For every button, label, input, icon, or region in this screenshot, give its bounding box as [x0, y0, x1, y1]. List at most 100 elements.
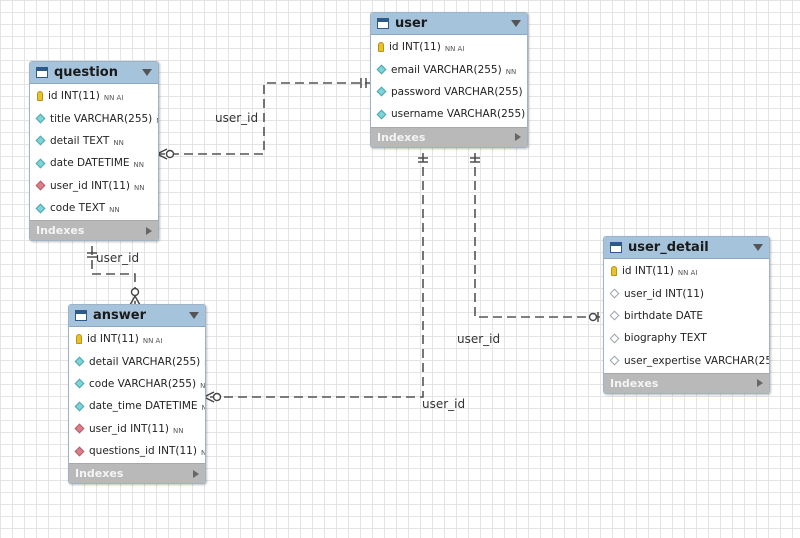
relationship-label[interactable]: user_id — [457, 332, 501, 346]
relationship-label[interactable]: user_id — [422, 397, 466, 411]
table-icon — [75, 310, 87, 321]
chevron-down-icon[interactable] — [189, 312, 199, 319]
column-flags: NN — [173, 426, 184, 435]
column-flags: NN — [527, 90, 528, 98]
column-text: id INT(11) — [389, 41, 441, 54]
column-row[interactable]: user_id INT(11) — [604, 282, 769, 304]
foreign-key-icon — [35, 180, 46, 191]
chevron-down-icon[interactable] — [511, 20, 521, 27]
column-row[interactable]: username VARCHAR(255)NN — [371, 103, 527, 125]
column-text: password VARCHAR(255) — [391, 85, 523, 98]
column-row[interactable]: questions_id INT(11)NN — [69, 440, 205, 462]
column-flags: NN AI — [103, 94, 124, 103]
table-title: answer — [93, 308, 147, 323]
column-flags: NN — [200, 381, 206, 390]
column-text: user_id INT(11) — [624, 287, 704, 300]
column-text: email VARCHAR(255) — [391, 63, 502, 76]
expand-arrow-icon[interactable] — [193, 469, 199, 478]
indexes-section[interactable]: Indexes — [604, 372, 769, 393]
column-row[interactable]: birthdate DATE — [604, 305, 769, 327]
column-list: id INT(11)NN AI user_id INT(11) birthdate … — [604, 259, 769, 373]
connector-user_detail-user — [474, 153, 604, 318]
column-row[interactable]: biography TEXT — [604, 327, 769, 349]
table-header[interactable]: user_detail — [604, 237, 769, 259]
column-flags: NN — [156, 117, 158, 125]
expand-arrow-icon[interactable] — [146, 226, 152, 235]
indexes-label: Indexes — [377, 130, 426, 144]
table-title: question — [54, 65, 118, 80]
column-row[interactable]: title VARCHAR(255)NN — [30, 107, 158, 129]
indexes-section[interactable]: Indexes — [371, 126, 527, 147]
table-icon — [377, 18, 389, 29]
column-flags: NN — [134, 183, 145, 192]
column-icon — [74, 379, 85, 389]
column-row[interactable]: user_id INT(11) NN — [69, 418, 205, 440]
connector-question-user — [156, 82, 371, 155]
column-text: id INT(11) — [87, 333, 139, 346]
column-row[interactable]: user_expertise VARCHAR(255) — [604, 350, 769, 372]
column-flags: NN AI — [677, 269, 698, 278]
table-icon — [610, 242, 622, 253]
column-flags: NN — [133, 161, 145, 170]
indexes-label: Indexes — [36, 224, 85, 238]
column-text: id INT(11) — [48, 90, 100, 103]
column-row[interactable]: code VARCHAR(255)NN — [69, 373, 205, 395]
column-row[interactable]: id INT(11)NN AI — [371, 36, 527, 58]
table-header[interactable]: user — [371, 13, 527, 35]
column-icon — [35, 203, 46, 214]
column-text: questions_id INT(11) — [89, 445, 197, 458]
column-text: biography TEXT — [624, 332, 707, 345]
chevron-down-icon[interactable] — [142, 69, 152, 76]
nullable-column-icon — [609, 311, 620, 321]
expand-arrow-icon[interactable] — [757, 379, 763, 388]
column-flags: NN — [204, 360, 205, 368]
column-text: username VARCHAR(255) — [391, 108, 526, 121]
column-icon — [35, 113, 46, 124]
table-header[interactable]: answer — [69, 305, 205, 327]
relationship-label[interactable]: user_id — [215, 111, 259, 125]
indexes-section[interactable]: Indexes — [69, 463, 205, 484]
column-row[interactable]: password VARCHAR(255) NN — [371, 81, 527, 103]
foreign-key-icon — [74, 423, 85, 434]
expand-arrow-icon[interactable] — [515, 133, 521, 142]
column-icon — [376, 109, 387, 120]
column-row[interactable]: id INT(11)NN AI — [30, 85, 158, 107]
column-text: user_expertise VARCHAR(255) — [624, 354, 770, 367]
primary-key-icon — [76, 334, 82, 345]
column-text: id INT(11) — [622, 265, 674, 278]
column-text: user_id INT(11) — [89, 422, 169, 435]
indexes-section[interactable]: Indexes — [30, 220, 158, 241]
nullable-column-icon — [609, 288, 620, 299]
table-user-detail[interactable]: user_detail id INT(11)NN AI user_id INT(1… — [603, 236, 770, 394]
column-text: detail VARCHAR(255) — [89, 355, 201, 368]
nullable-column-icon — [609, 333, 620, 344]
column-icon — [376, 87, 387, 97]
column-row[interactable]: id INT(11)NN AI — [604, 260, 769, 282]
chevron-down-icon[interactable] — [753, 244, 763, 251]
column-row[interactable]: user_id INT(11)NN — [30, 175, 158, 197]
column-icon — [35, 158, 46, 169]
column-flags: NN — [200, 449, 206, 458]
column-row[interactable]: id INT(11)NN AI — [69, 328, 205, 350]
column-text: birthdate DATE — [624, 309, 704, 322]
indexes-label: Indexes — [610, 376, 659, 390]
column-row[interactable]: email VARCHAR(255)NN — [371, 58, 527, 80]
column-text: code TEXT — [50, 202, 106, 215]
table-header[interactable]: question — [30, 62, 158, 84]
primary-key-icon — [37, 91, 43, 102]
column-row[interactable]: detail VARCHAR(255)NN — [69, 350, 205, 372]
column-flags: NN — [202, 404, 205, 412]
relationship-label[interactable]: user_id — [96, 251, 140, 265]
column-text: title VARCHAR(255) — [50, 112, 153, 125]
column-flags: NN AI — [444, 45, 465, 54]
